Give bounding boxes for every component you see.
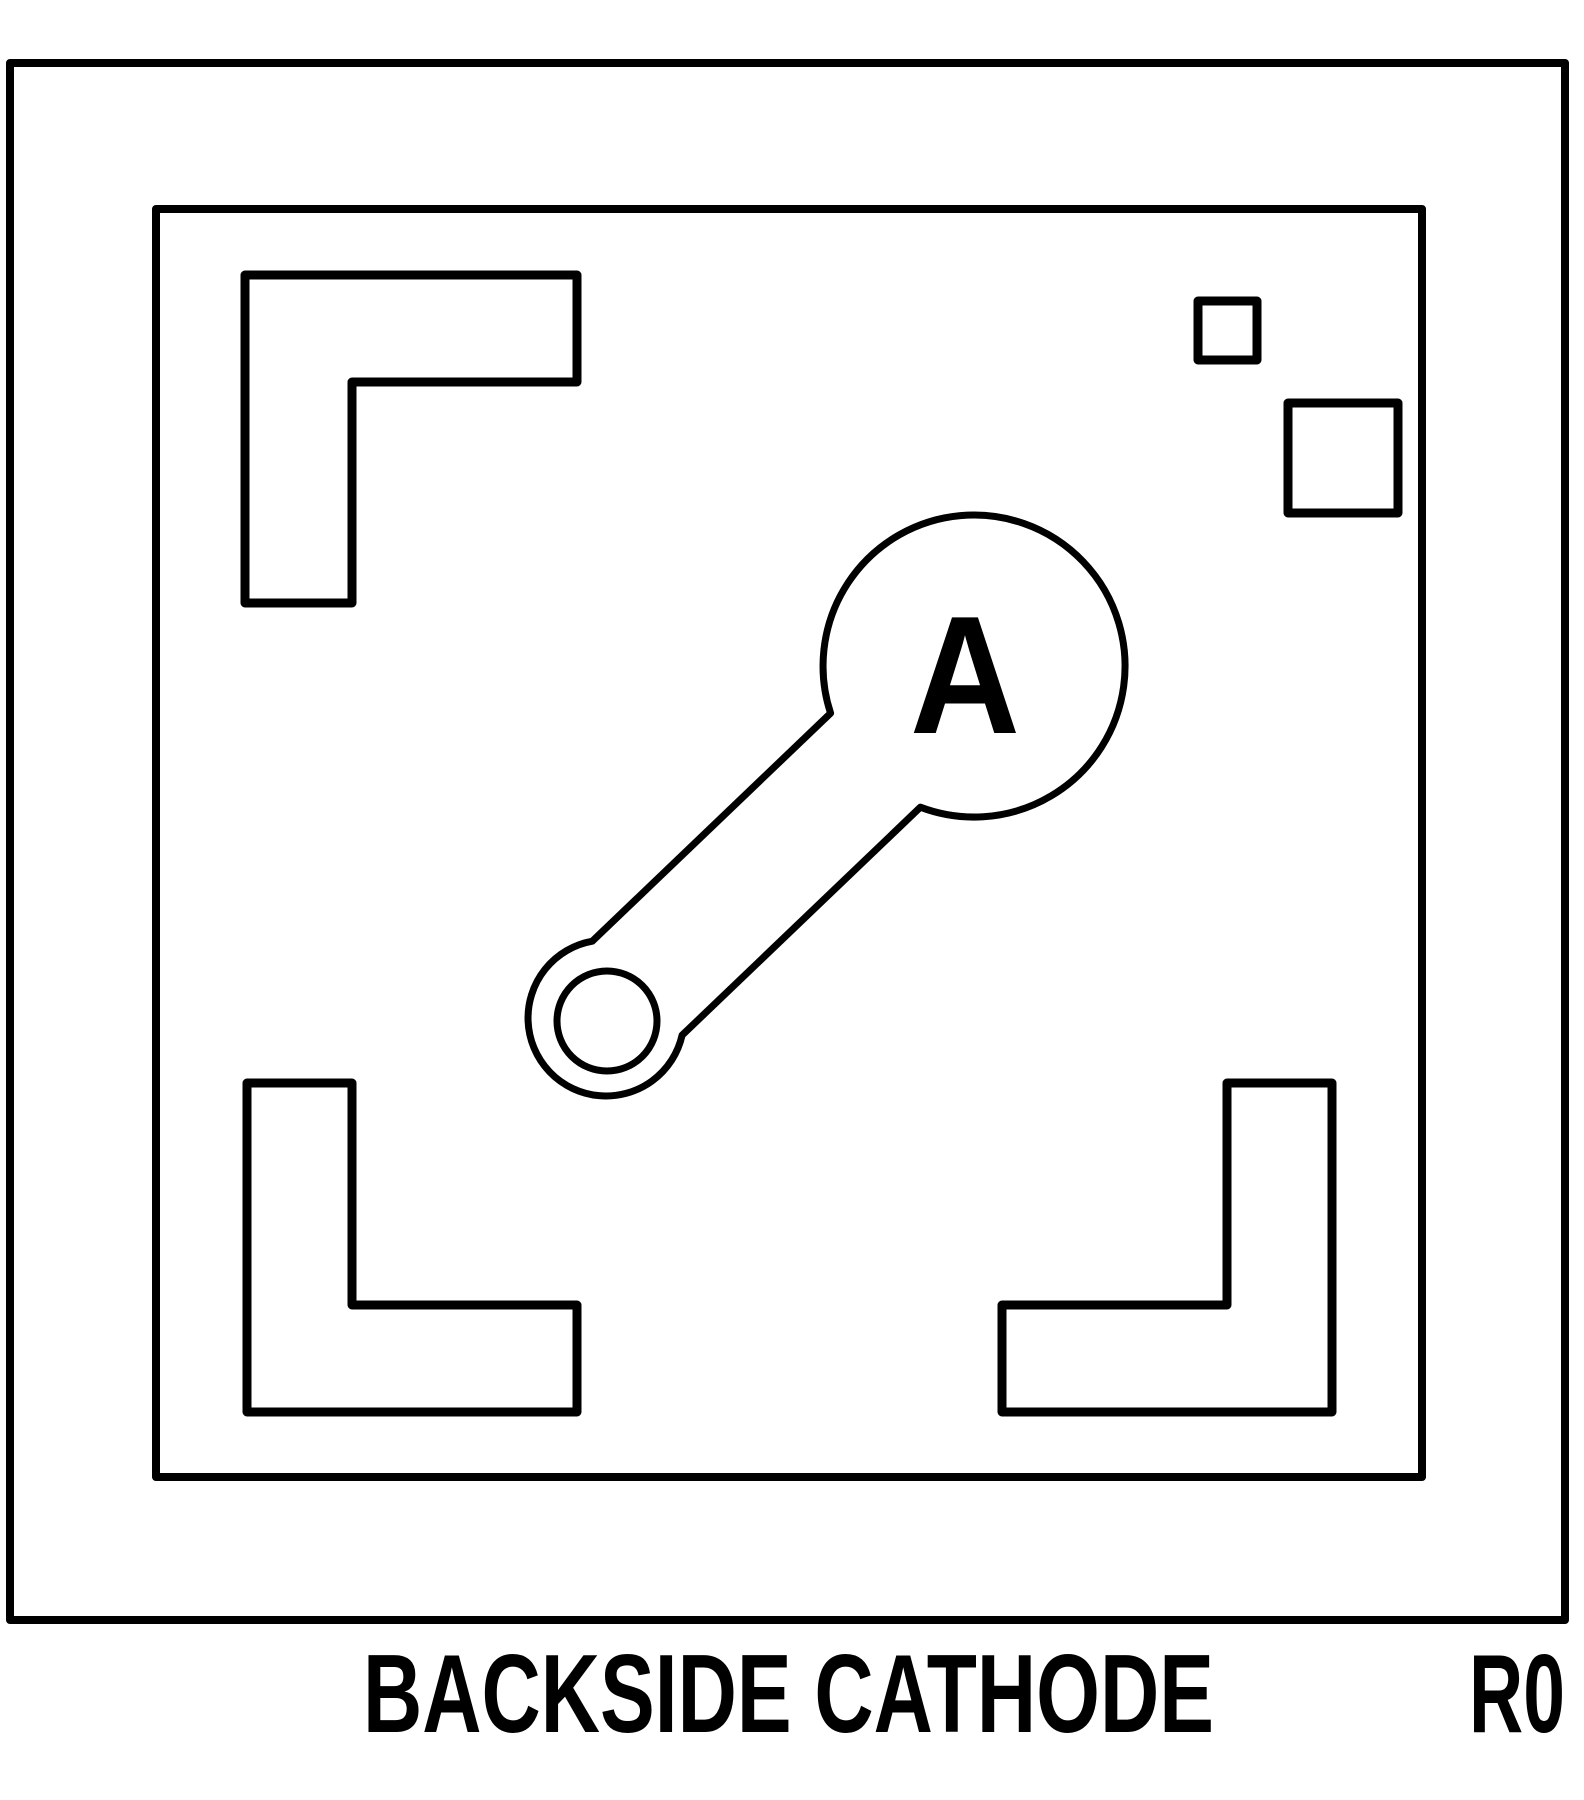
- anode-keyhole-outline: [524, 511, 1129, 1100]
- corner-marker-bottom-left: [242, 1078, 582, 1417]
- revision-label: R0: [1469, 1632, 1565, 1756]
- cathode-plane-outline: [152, 205, 1426, 1481]
- corner-marker-top-left: [240, 270, 582, 608]
- backside-cathode-label: BACKSIDE CATHODE: [363, 1632, 1214, 1756]
- fiducial-square-large: [1283, 398, 1403, 518]
- corner-marker-bottom-right: [997, 1078, 1337, 1417]
- outer-package-outline: [6, 59, 1569, 1624]
- anode-label: A: [910, 581, 1020, 769]
- fiducial-square-small: [1193, 296, 1262, 365]
- anode-via-circle: [553, 967, 661, 1075]
